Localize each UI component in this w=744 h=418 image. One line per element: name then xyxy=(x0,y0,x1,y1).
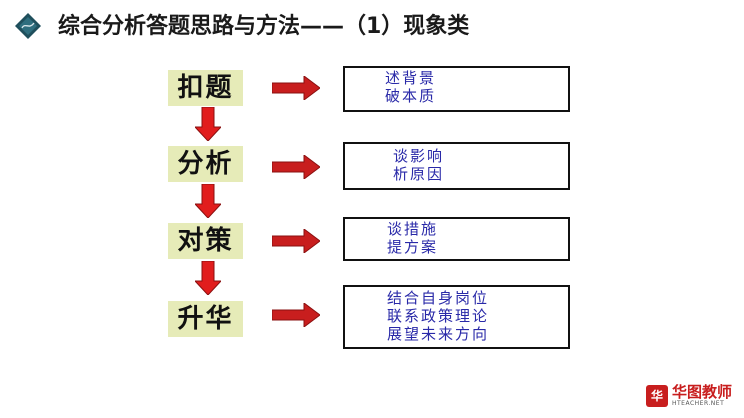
description-line: 结合自身岗位 xyxy=(387,289,490,307)
brand-mark-icon: 华 xyxy=(645,385,668,407)
brand-subtitle: HTEACHER.NET xyxy=(671,400,725,407)
logo-diamond-icon xyxy=(15,13,41,39)
description-line: 提方案 xyxy=(387,238,439,256)
arrow-down-icon xyxy=(195,261,221,295)
arrow-right-icon xyxy=(272,229,320,253)
description-box: 结合自身岗位 联系政策理论 展望未来方向 xyxy=(343,285,570,349)
description-line: 展望未来方向 xyxy=(387,325,490,343)
slide-title: 综合分析答题思路与方法——（1）现象类 xyxy=(58,14,470,39)
stage-label: 升华 xyxy=(168,301,243,337)
arrow-right-icon xyxy=(272,303,320,327)
description-line: 析原因 xyxy=(393,165,445,183)
description-box: 述背景 破本质 xyxy=(343,66,570,112)
stage-label: 对策 xyxy=(168,223,243,259)
arrow-down-icon xyxy=(195,184,221,218)
arrow-right-icon xyxy=(272,155,320,179)
description-line: 联系政策理论 xyxy=(387,307,490,325)
stage-label: 分析 xyxy=(168,146,243,182)
description-line: 述背景 xyxy=(385,69,437,87)
arrow-right-icon xyxy=(272,76,320,100)
arrow-down-icon xyxy=(195,107,221,141)
stage-label: 扣题 xyxy=(168,70,243,106)
description-box: 谈措施 提方案 xyxy=(343,217,570,261)
description-line: 破本质 xyxy=(385,87,437,105)
description-box: 谈影响 析原因 xyxy=(343,142,570,190)
description-line: 谈影响 xyxy=(393,147,445,165)
brand-name: 华图教师 xyxy=(671,383,732,401)
description-line: 谈措施 xyxy=(387,220,439,238)
brand-logo: 华 华图教师 HTEACHER.NET xyxy=(645,383,732,408)
